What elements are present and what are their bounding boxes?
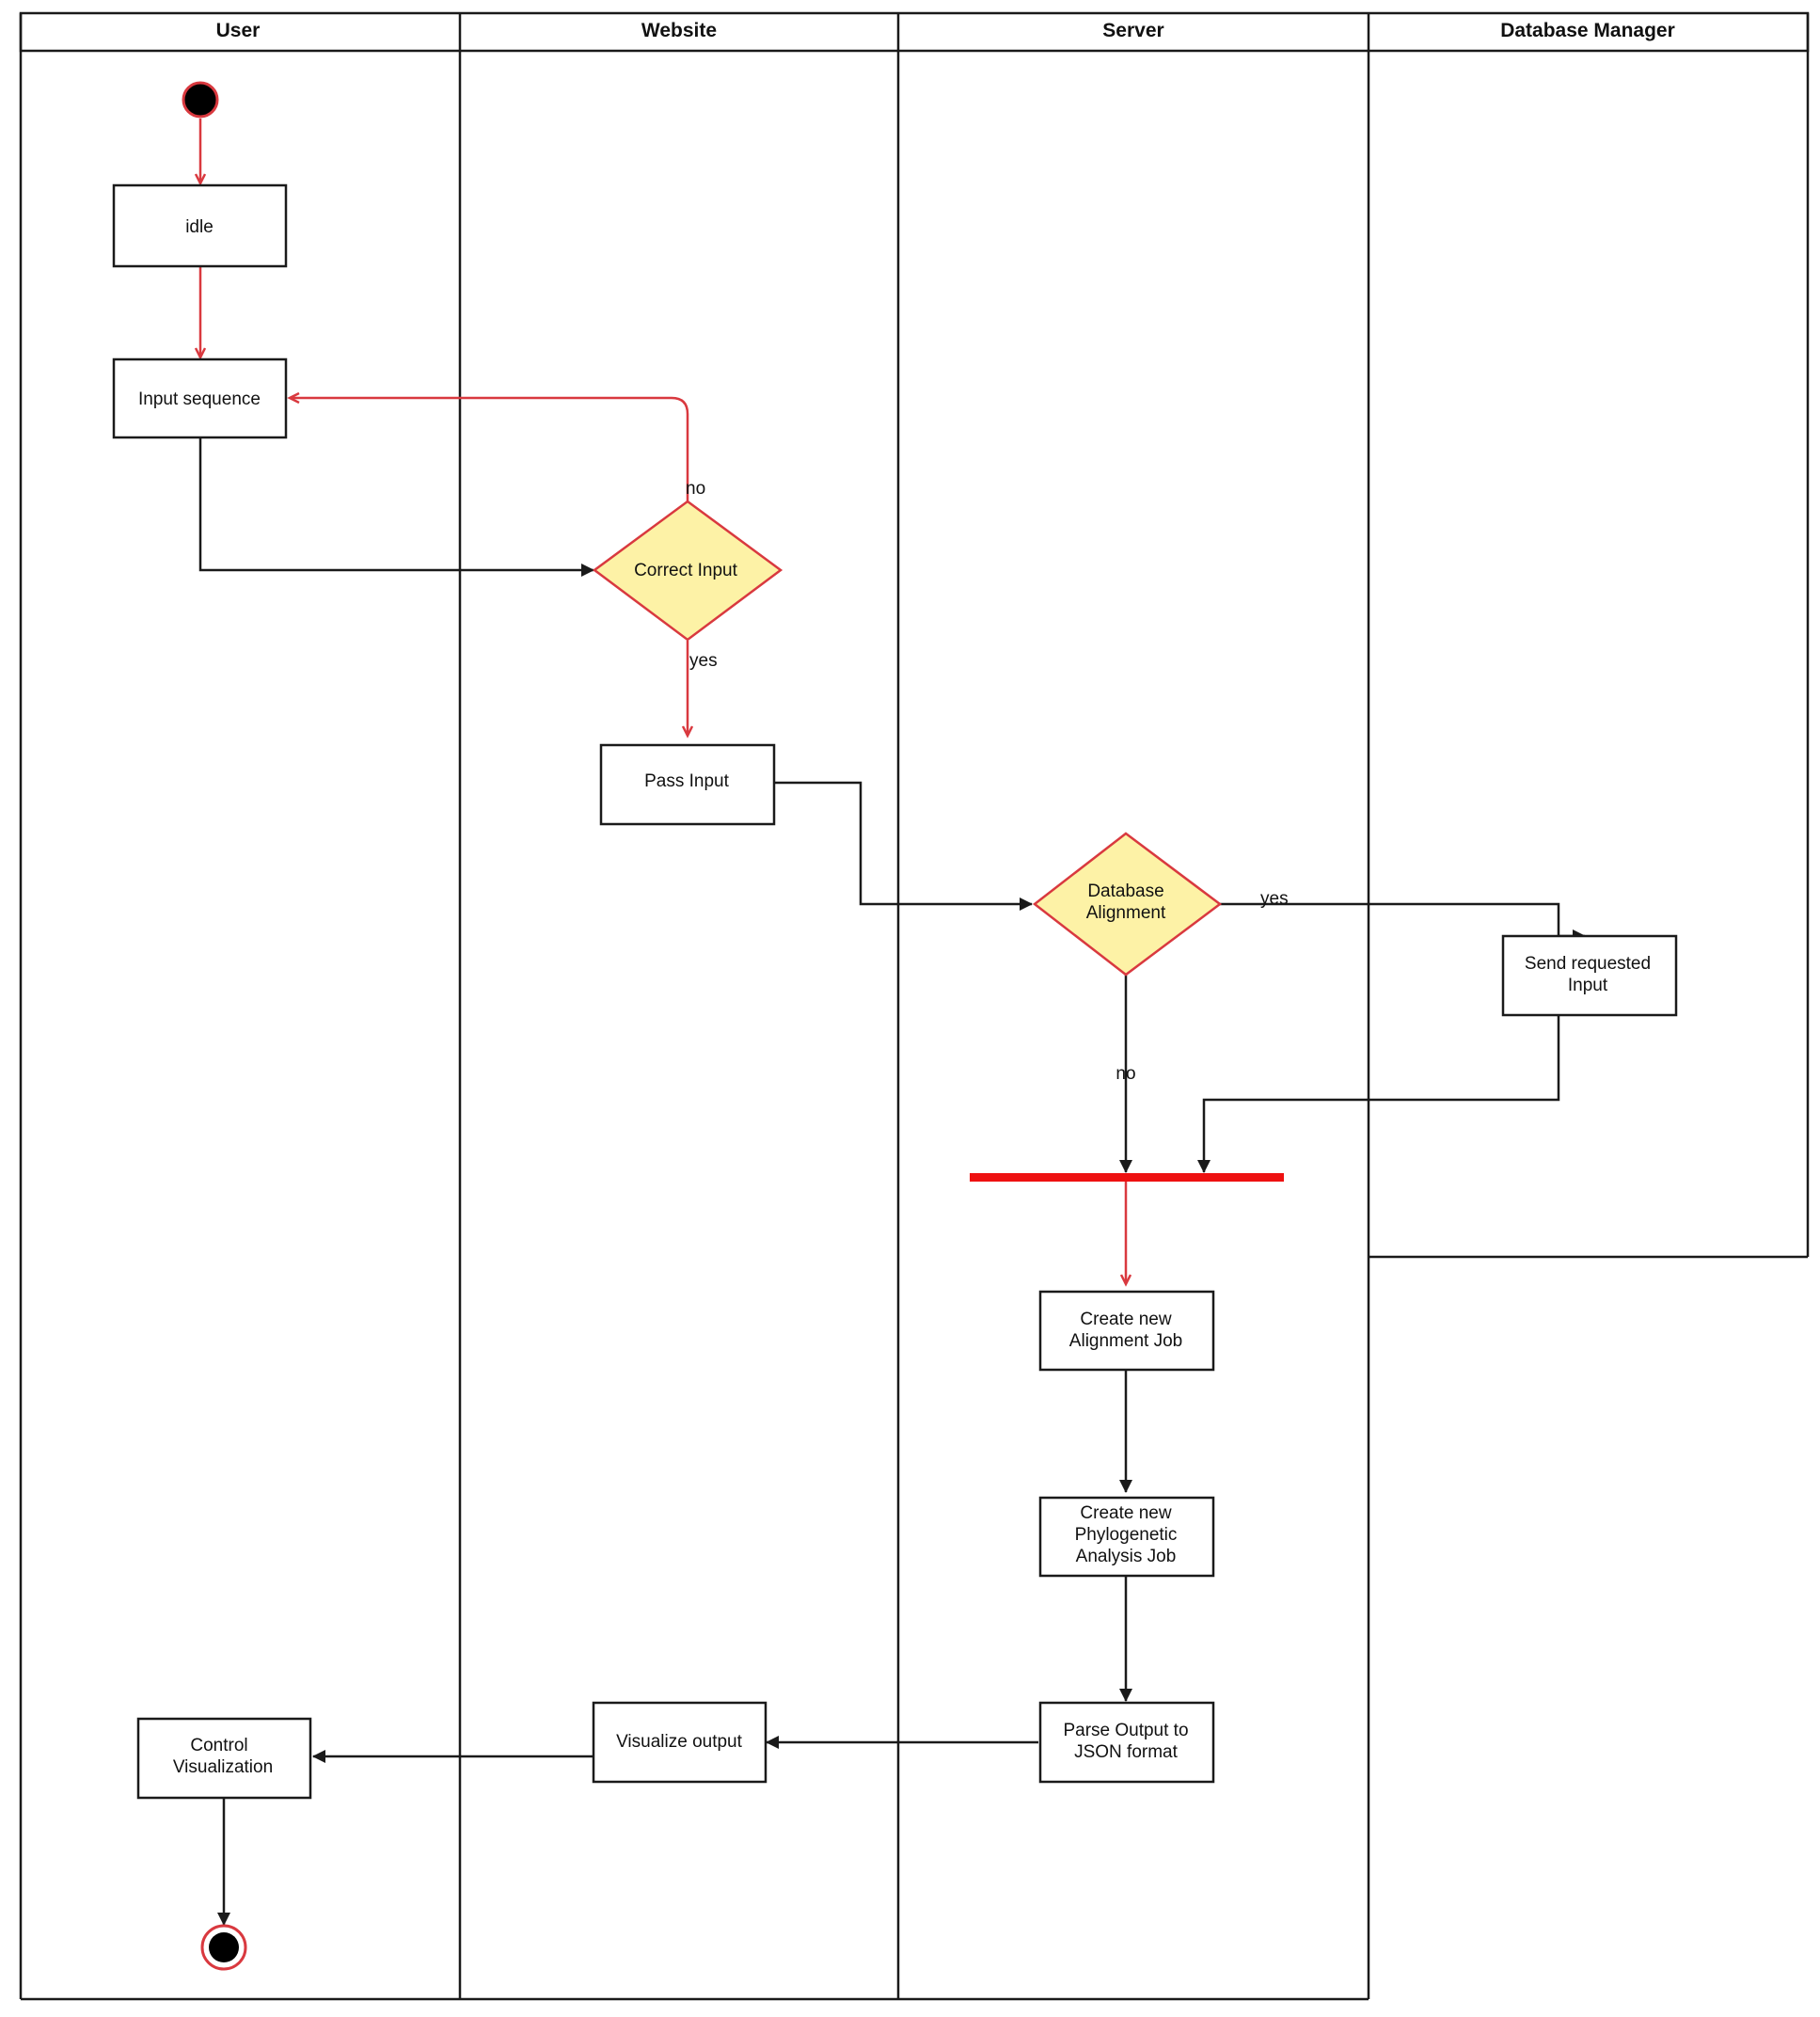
activity-parse-output-line1: Parse Output to	[1063, 1721, 1188, 1740]
decision-database-alignment-label-line2: Alignment	[1086, 903, 1166, 923]
edge-send-requested-to-sync	[1197, 1015, 1560, 1173]
edge-label-alignment-no: no	[1116, 1064, 1135, 1084]
activity-visualize-output-label: Visualize output	[616, 1732, 743, 1752]
sync-bar	[970, 1173, 1284, 1182]
edge-alignment-yes	[1220, 902, 1586, 943]
activity-control-visualization-line1: Control	[190, 1736, 247, 1755]
edge-label-correct-yes: yes	[689, 651, 718, 671]
activity-idle-label: idle	[185, 217, 214, 237]
edge-labels: no yes yes no	[686, 479, 1289, 1084]
lane-title-user: User	[216, 20, 261, 41]
edge-label-alignment-yes: yes	[1260, 889, 1289, 909]
decision-database-alignment-shape	[1032, 832, 1223, 977]
lane-title-database-manager: Database Manager	[1500, 20, 1675, 41]
lane-title-server: Server	[1102, 20, 1163, 41]
activity-send-requested-input: Send requested Input	[1501, 934, 1678, 1017]
activity-create-phylogenetic-job-line3: Analysis Job	[1076, 1547, 1177, 1566]
lane-title-website: Website	[641, 20, 717, 41]
activity-parse-output: Parse Output to JSON format	[1038, 1701, 1215, 1784]
edge-correct-input-no	[290, 398, 689, 501]
activity-create-alignment-job-line1: Create new	[1080, 1310, 1171, 1329]
activity-create-alignment-job-line2: Alignment Job	[1069, 1331, 1182, 1351]
swimlanes: User Website Server Database Manager	[19, 11, 1810, 2001]
activity-send-requested-input-line1: Send requested	[1525, 954, 1651, 974]
activity-visualize-output: Visualize output	[592, 1701, 768, 1784]
activity-create-phylogenetic-job: Create new Phylogenetic Analysis Job	[1038, 1496, 1215, 1578]
activity-control-visualization: Control Visualization	[136, 1717, 312, 1800]
final-node	[200, 1924, 247, 1971]
edges	[198, 119, 1586, 1926]
activity-create-phylogenetic-job-line2: Phylogenetic	[1075, 1525, 1178, 1545]
decision-correct-input-shape	[592, 500, 783, 642]
activity-pass-input: Pass Input	[599, 743, 776, 826]
edge-label-correct-no: no	[686, 479, 705, 499]
decision-correct-input: Correct Input	[592, 500, 783, 642]
decision-correct-input-label: Correct Input	[634, 561, 738, 580]
nodes: idle Input sequence Correct Input Pass I…	[112, 81, 1678, 1971]
activity-control-visualization-line2: Visualization	[173, 1757, 273, 1777]
activity-parse-output-line2: JSON format	[1074, 1742, 1179, 1762]
activity-create-phylogenetic-job-line1: Create new	[1080, 1503, 1171, 1523]
decision-database-alignment-label-line1: Database	[1087, 881, 1163, 901]
activity-pass-input-label: Pass Input	[644, 771, 729, 791]
edge-input-sequence-to-correct-input	[198, 437, 594, 577]
edge-pass-input-to-alignment	[774, 781, 1033, 911]
initial-node	[182, 81, 219, 119]
activity-create-alignment-job: Create new Alignment Job	[1038, 1290, 1215, 1372]
activity-input-sequence: Input sequence	[112, 357, 288, 439]
decision-database-alignment: Database Alignment	[1032, 832, 1223, 977]
activity-input-sequence-label: Input sequence	[138, 389, 261, 409]
activity-send-requested-input-line2: Input	[1568, 976, 1608, 995]
activity-idle: idle	[112, 183, 288, 268]
